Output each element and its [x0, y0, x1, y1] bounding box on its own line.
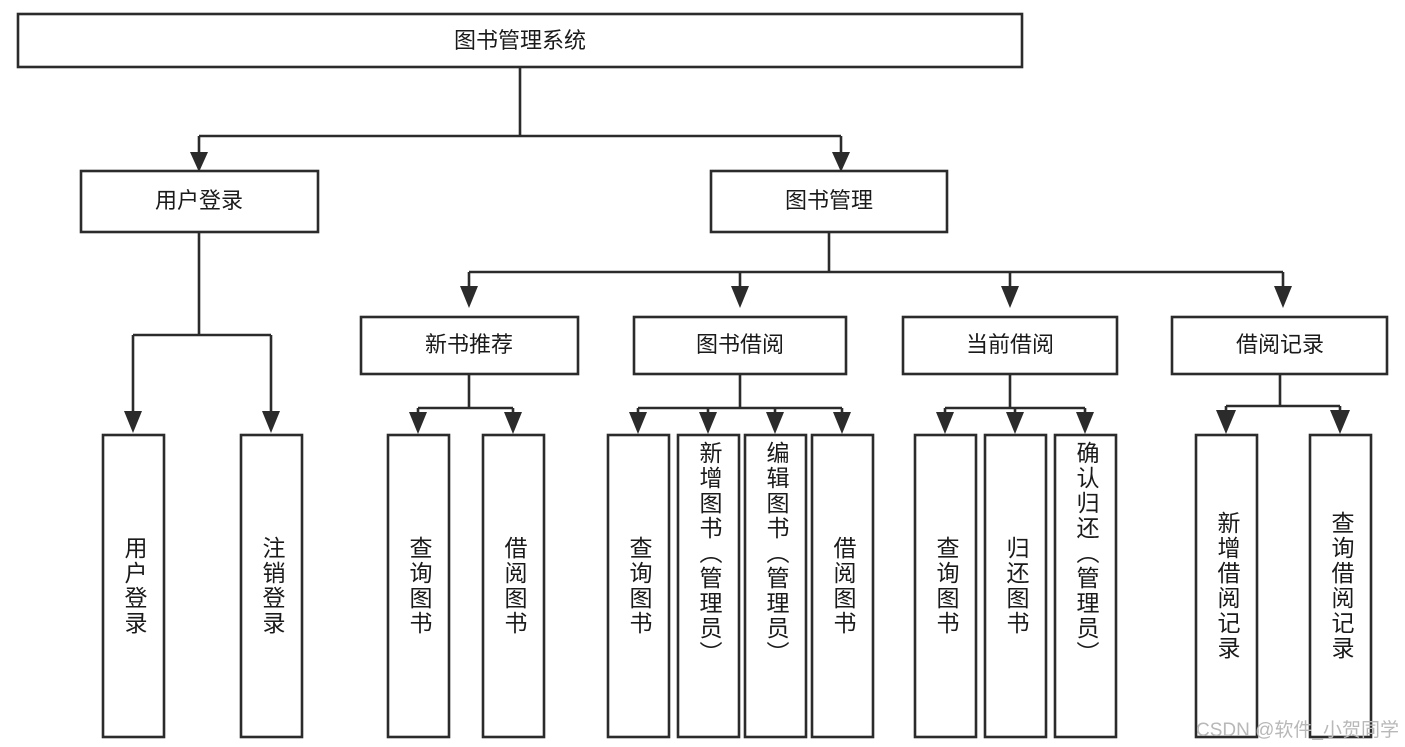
leaf-box-query-books-3[interactable] — [913, 433, 978, 739]
leaf-box-edit-book-admin[interactable] — [743, 433, 808, 739]
node-new-book-recommend[interactable]: 新书推荐 — [359, 315, 580, 376]
leaf-box-query-borrow-record[interactable] — [1308, 433, 1373, 739]
node-book-management[interactable]: 图书管理 — [709, 169, 949, 234]
node-borrow-record[interactable]: 借阅记录 — [1170, 315, 1389, 376]
connector-new-book-recommend-to-leaves — [409, 374, 522, 434]
csdn-watermark: CSDN @软件_小贺同学 — [1196, 720, 1399, 741]
connector-borrow-record-to-leaves — [1216, 374, 1350, 434]
node-user-login[interactable]: 用户登录 — [79, 169, 320, 234]
node-new-book-recommend-box — [359, 315, 580, 376]
node-book-management-label: 图书管理 — [785, 188, 873, 213]
connector-book-borrow-to-leaves — [629, 374, 851, 434]
leaf-box-borrow-books-2[interactable] — [810, 433, 875, 739]
leaf-box-query-books-1[interactable] — [386, 433, 451, 739]
leaf-box-return-books[interactable] — [983, 433, 1048, 739]
node-borrow-record-label: 借阅记录 — [1236, 332, 1324, 357]
node-current-borrow-box — [901, 315, 1119, 376]
node-root-box — [16, 12, 1024, 69]
leaf-box-confirm-return-admin[interactable] — [1053, 433, 1118, 739]
node-current-borrow-label: 当前借阅 — [966, 332, 1054, 357]
leaf-box-user-login[interactable] — [101, 433, 166, 739]
node-root-label: 图书管理系统 — [454, 28, 586, 53]
connector-book-management-to-level3 — [460, 232, 1292, 308]
leaf-box-query-books-2[interactable] — [606, 433, 671, 739]
node-root[interactable]: 图书管理系统 — [16, 12, 1024, 69]
leaf-box-logout-login[interactable] — [239, 433, 304, 739]
leaf-box-add-book-admin[interactable] — [676, 433, 741, 739]
connector-current-borrow-to-leaves — [936, 374, 1094, 434]
leaf-box-borrow-books-1[interactable] — [481, 433, 546, 739]
leaf-box-add-borrow-record[interactable] — [1194, 433, 1259, 739]
connector-root-to-level2 — [190, 67, 850, 172]
node-new-book-recommend-label: 新书推荐 — [425, 332, 513, 357]
node-current-borrow[interactable]: 当前借阅 — [901, 315, 1119, 376]
node-book-borrow-label: 图书借阅 — [696, 332, 784, 357]
node-user-login-label: 用户登录 — [155, 188, 243, 213]
node-book-borrow[interactable]: 图书借阅 — [632, 315, 848, 376]
node-user-login-box — [79, 169, 320, 234]
connector-user-login-to-leaves — [124, 232, 280, 433]
